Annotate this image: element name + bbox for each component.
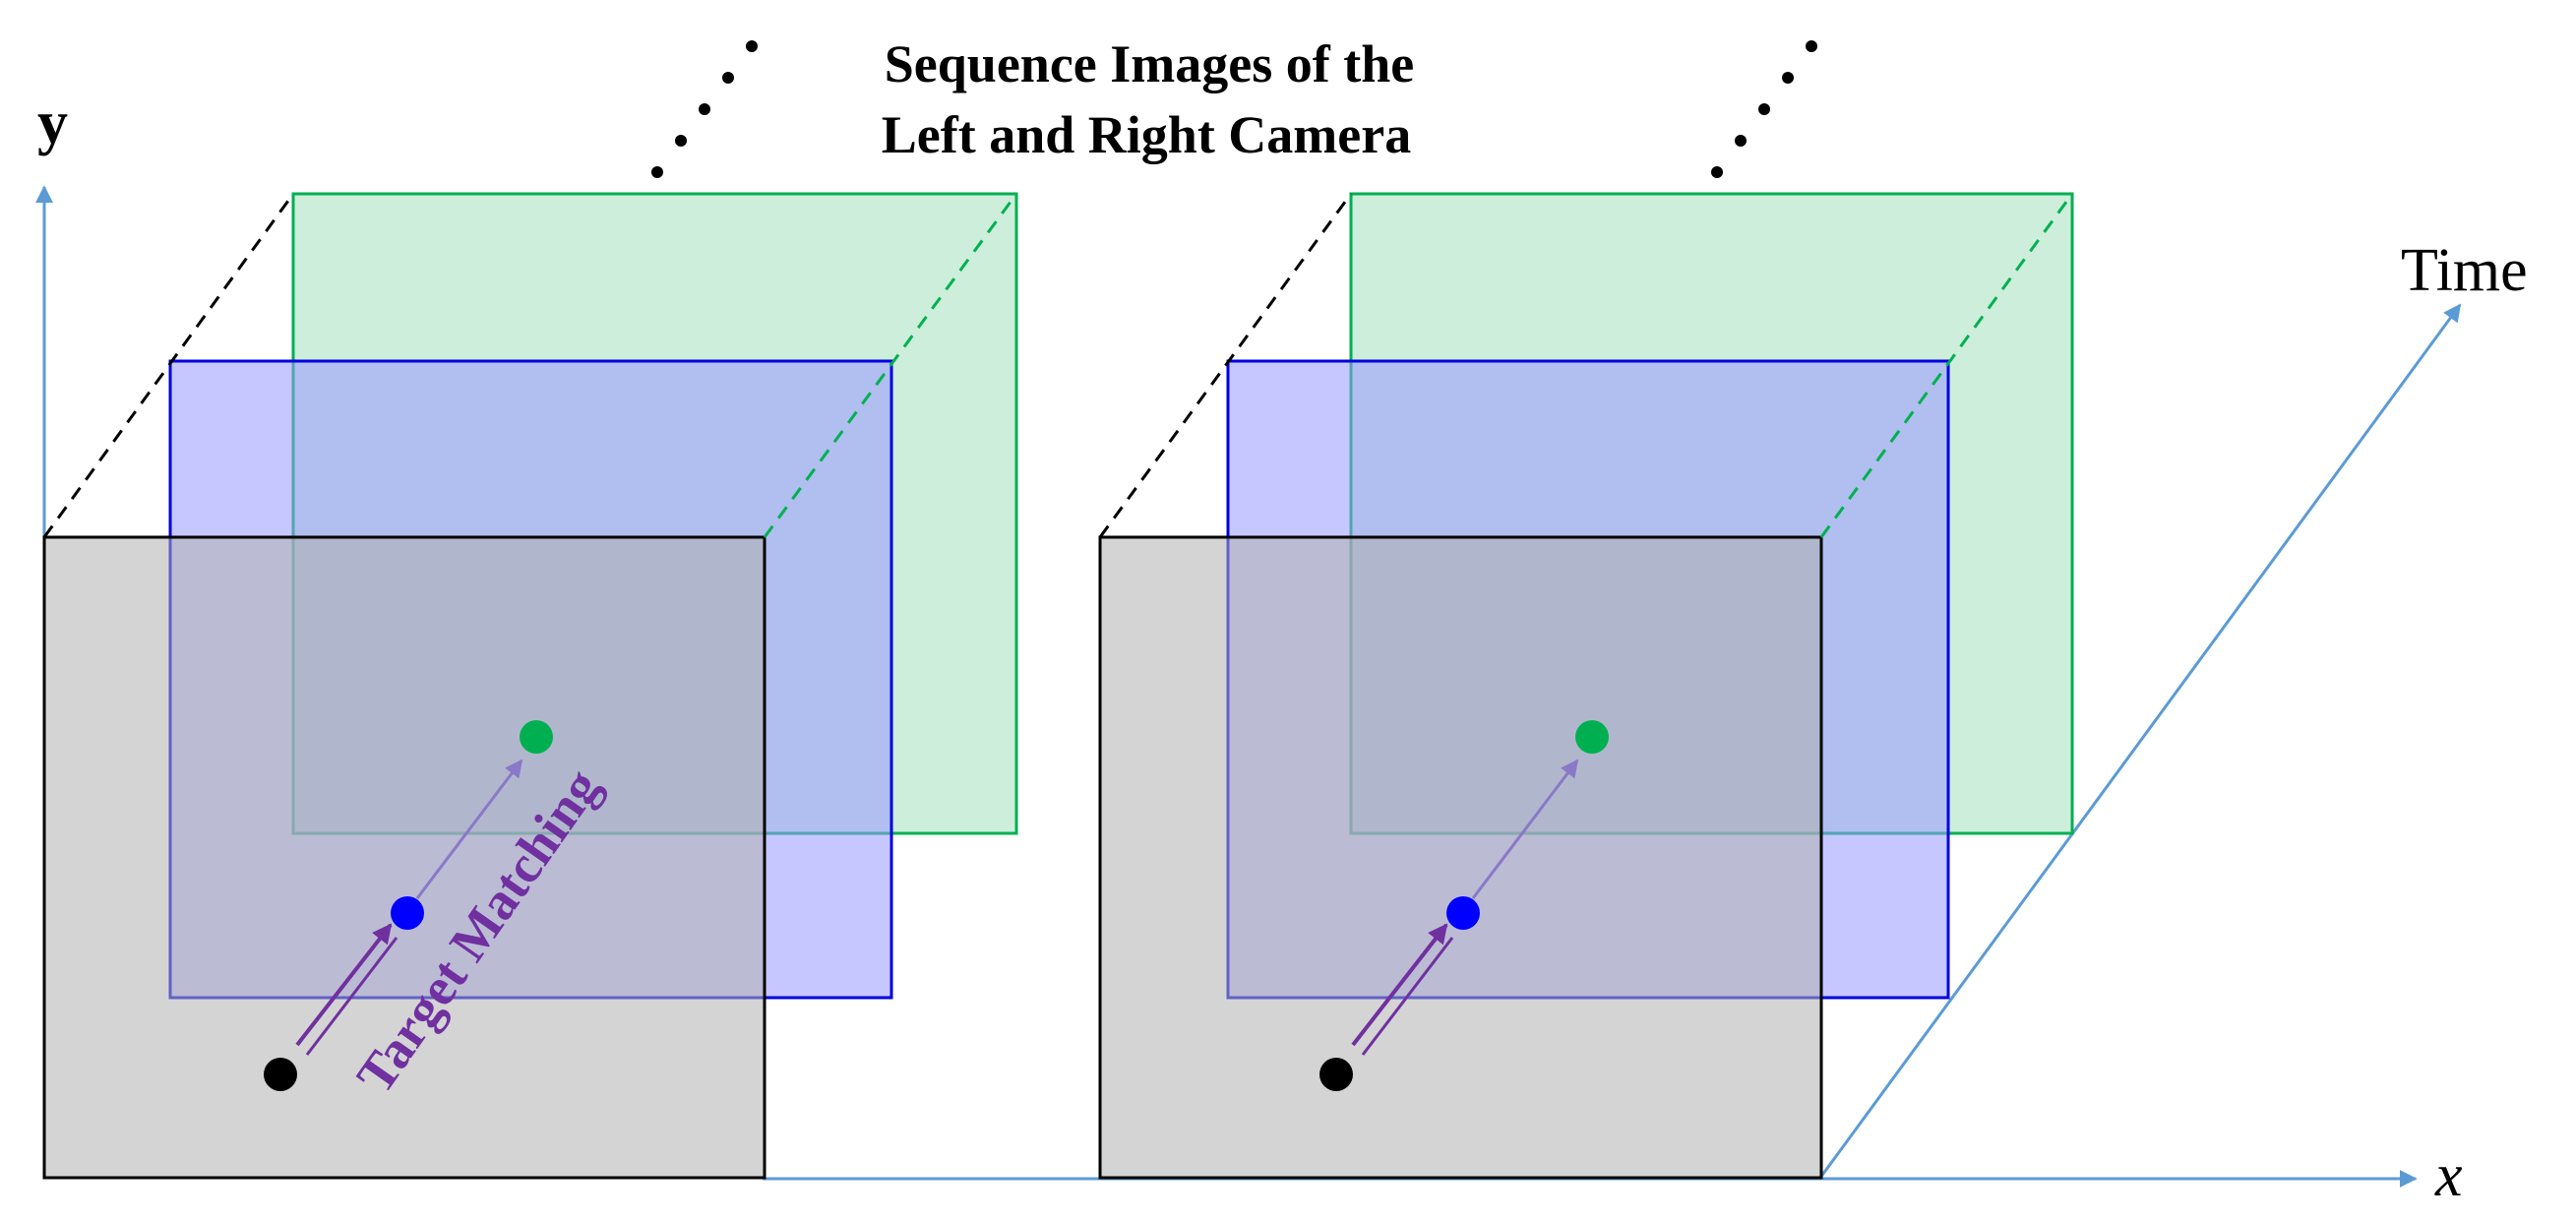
front-frame: [1098, 535, 1823, 1180]
depth-edge-top-right: [763, 193, 1018, 538]
point-middle: [391, 896, 424, 930]
time-axis: [1818, 303, 2462, 1179]
depth-edge-top-left: [1098, 193, 1353, 538]
time-axis-label: Time: [2401, 237, 2528, 304]
title-line-1: Sequence Images of the: [885, 34, 1414, 93]
diagram-title: Sequence Images of the Left and Right Ca…: [882, 34, 1414, 164]
point-front: [1319, 1058, 1353, 1091]
tracking-arrow-2: [415, 759, 523, 899]
left-camera-stack: Target Matching: [42, 40, 1018, 1180]
depth-edge-top-right: [1819, 193, 2074, 538]
tracking-arrow-1a: [1351, 923, 1448, 1047]
ellipsis-dots: [651, 40, 758, 178]
y-axis-label: y: [37, 90, 68, 156]
point-middle: [1446, 896, 1480, 930]
tracking-arrow-2: [1471, 759, 1579, 899]
tracking-arrow-1a: [295, 923, 393, 1047]
title-line-2: Left and Right Camera: [882, 105, 1411, 164]
point-back: [520, 720, 553, 754]
front-frame: [42, 535, 767, 1180]
ellipsis-dots: [1711, 40, 1817, 178]
right-camera-stack: [1098, 40, 2074, 1180]
x-axis-label: x: [2434, 1142, 2463, 1209]
tracking-arrow-1b: [305, 937, 399, 1056]
point-front: [264, 1058, 297, 1091]
point-back: [1575, 720, 1609, 754]
axes: y x Time: [35, 90, 2528, 1209]
tracking-arrow-1b: [1361, 937, 1454, 1056]
